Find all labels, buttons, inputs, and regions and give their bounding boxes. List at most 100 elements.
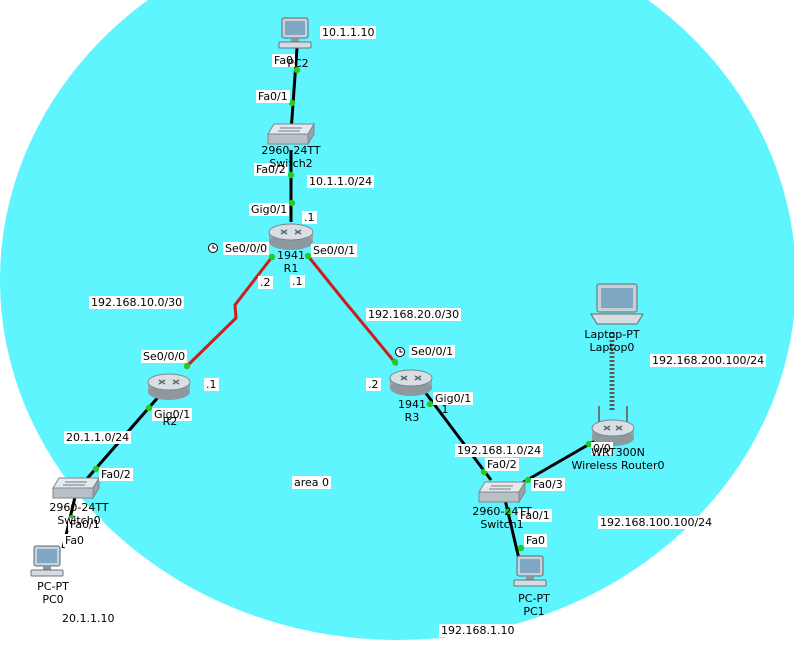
port-label-r1-se000: Se0/0/0: [223, 242, 270, 255]
switch1-caption: 2960-24TT Switch1: [457, 505, 547, 531]
device-name: Laptop0: [589, 341, 635, 354]
pc-icon[interactable]: [278, 17, 312, 49]
wireless-router-icon[interactable]: [591, 406, 635, 446]
port-label-r2-se000: Se0/0/0: [141, 350, 188, 363]
r3-caption: 1941 R3: [367, 398, 457, 424]
port-label-r3-se001: Se0/0/1: [409, 345, 456, 358]
port-dot-r3-gig01: [426, 400, 434, 408]
port-dot-r2-se000: [183, 362, 191, 370]
port-label-pc0-fa0: Fa0: [63, 534, 87, 547]
host-octet-r1-se001: .1: [290, 275, 305, 288]
port-label-r3-gig01: Gig0/1: [433, 392, 474, 405]
port-label-sw2-fa02: Fa0/2: [254, 163, 288, 176]
host-octet-r1-se000: .2: [258, 276, 273, 289]
port-label-sw1-fa01: Fa0/1: [518, 509, 552, 522]
port-label-r2-gig01: Gig0/1: [152, 408, 193, 421]
pc0-caption: PC-PT PC0: [8, 580, 98, 606]
port-status-dots: [62, 66, 593, 552]
pc1-caption: PC-PT PC1: [489, 592, 579, 618]
switch2-caption: 2960-24TT Switch2: [246, 144, 336, 170]
port-dot-r2-gig01: [145, 404, 153, 412]
pc-icon[interactable]: [513, 555, 547, 587]
device-name: PC2: [287, 57, 309, 70]
port-label-r1-gig01: Gig0/1: [249, 203, 290, 216]
device-model: 2960-24TT: [472, 505, 532, 518]
device-model: PC-PT: [37, 580, 69, 593]
pc2-caption: PC2: [253, 56, 343, 70]
port-label-sw1-fa03: Fa0/3: [531, 478, 565, 491]
device-name: PC0: [42, 593, 64, 606]
network-label-192-168-200: 192.168.200.100/24: [650, 354, 767, 367]
port-dot-pc2-fa0: [293, 66, 301, 74]
port-dot-r1-gig01: [288, 199, 296, 207]
device-model: 1941: [277, 249, 305, 262]
network-label-192-168-1: 192.168.1.0/24: [455, 444, 544, 457]
r1-caption: 1941 R1: [246, 249, 336, 275]
device-model: WRT300N: [591, 446, 645, 459]
device-model: 2960-24TT: [49, 501, 109, 514]
port-dot-sw2-fa02: [287, 171, 295, 179]
r2-caption: 1941 R2: [125, 402, 215, 428]
network-label-20: 20.1.1.0/24: [64, 431, 132, 444]
device-model: PC-PT: [518, 592, 550, 605]
pc1-ip-label: 192.168.1.10: [439, 624, 517, 637]
switch-icon[interactable]: [478, 480, 526, 504]
port-label-r1-se001: Se0/0/1: [311, 244, 358, 257]
network-label-192-168-20: 192.168.20.0/30: [366, 308, 462, 321]
port-label-sw0-fa02: Fa0/2: [99, 468, 133, 481]
port-dot-r1-se001: [304, 252, 312, 260]
link-pc2-switch2[interactable]: [289, 47, 299, 133]
host-octet-r2-se: .1: [204, 378, 219, 391]
pc-icon[interactable]: [30, 545, 64, 577]
device-model: 1941: [398, 398, 426, 411]
serial-link-r1-r3[interactable]: [306, 255, 399, 366]
port-label-sw1-fa02: Fa0/2: [485, 458, 519, 471]
clock-icon: [208, 243, 218, 253]
pc2-ip-label: 10.1.1.10: [320, 26, 377, 39]
port-dot-sw1-fa03: [524, 476, 532, 484]
switch0-caption: 2960-24TT Switch0: [34, 501, 124, 527]
device-name: Switch1: [480, 518, 524, 531]
router-icon[interactable]: [389, 369, 433, 396]
pc0-ip-label: 20.1.1.10: [60, 612, 117, 625]
device-name: PC1: [523, 605, 545, 618]
link-r3-switch1[interactable]: [423, 391, 493, 481]
switch-icon[interactable]: [52, 476, 100, 500]
port-dot-r3-se001: [391, 358, 399, 366]
serial-link-r1-r2[interactable]: [183, 256, 274, 370]
device-model: 2960-24TT: [261, 144, 321, 157]
network-label-10: 10.1.1.0/24: [307, 175, 375, 188]
network-label-192-168-10: 192.168.10.0/30: [89, 296, 185, 309]
network-label-192-168-100: 192.168.100.100/24: [598, 516, 715, 529]
device-name: Wireless Router0: [571, 459, 665, 472]
host-octet-r3-se: .2: [366, 378, 381, 391]
wireless-router-caption: WRT300N Wireless Router0: [568, 446, 668, 472]
router-icon[interactable]: [268, 223, 314, 250]
port-label-wr-00: 0/0: [591, 442, 613, 455]
switch-icon[interactable]: [267, 122, 315, 146]
laptop-caption: Laptop-PT Laptop0: [567, 328, 657, 354]
device-model: Laptop-PT: [584, 328, 640, 341]
port-label-pc1-fa0: Fa0: [524, 534, 548, 547]
port-dot-sw1-fa01: [504, 508, 512, 516]
port-label-pc2-fa0: Fa0: [272, 54, 296, 67]
host-octet-r1-gig: .1: [302, 211, 317, 224]
port-label-sw2-fa01: Fa0/1: [256, 90, 290, 103]
port-dot-sw2-fa01: [288, 99, 296, 107]
host-octet-r3-gig: .1: [438, 403, 449, 416]
device-name: Switch0: [57, 514, 101, 527]
clock-icon: [395, 347, 405, 357]
port-dot-pc1-fa0: [517, 544, 525, 552]
port-dot-r1-se000: [268, 253, 276, 261]
laptop-icon[interactable]: [590, 283, 644, 325]
port-label-sw0-fa01: Fa0/1: [68, 518, 102, 531]
port-dot-sw0-fa02: [92, 465, 100, 473]
area-label: area 0: [292, 476, 332, 489]
device-name: R3: [404, 411, 420, 424]
port-dot-wr-00: [585, 440, 593, 448]
device-name: R1: [283, 262, 299, 275]
device-name: R2: [162, 415, 178, 428]
router-icon[interactable]: [147, 373, 191, 400]
